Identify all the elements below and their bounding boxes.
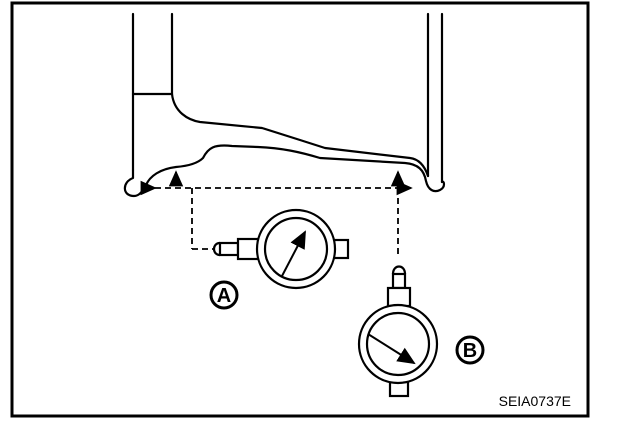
callout-b-label: B xyxy=(463,340,477,362)
gauge-b-tip xyxy=(391,265,407,275)
gauge-a-stem xyxy=(218,241,240,257)
rim-lower-contour xyxy=(123,144,446,198)
wheel-rim-section xyxy=(123,12,446,198)
gauge-b-collar xyxy=(386,286,412,308)
gauge-a-needle xyxy=(281,230,306,277)
gauge-a-back-lug xyxy=(332,238,350,260)
gauge-b-stem xyxy=(391,272,407,290)
gauge-b-needle xyxy=(367,333,416,365)
dial-gauge-a xyxy=(212,208,350,290)
gauge-b-bezel xyxy=(357,303,439,385)
gauge-a-collar xyxy=(236,237,260,261)
figure-code: SEIA0737E xyxy=(499,393,571,409)
gauge-a-face xyxy=(263,216,329,282)
dial-gauge-b xyxy=(357,265,439,398)
callout-a-label: A xyxy=(217,285,231,307)
measurement-guides xyxy=(140,170,413,258)
gauge-b-face xyxy=(365,311,431,377)
gauge-a-tip xyxy=(212,241,221,257)
figure-border xyxy=(10,1,590,418)
rim-upper-contour xyxy=(170,92,430,178)
callout-b: B xyxy=(455,335,485,365)
gauge-b-back-lug xyxy=(388,380,410,398)
callout-a: A xyxy=(209,280,239,310)
